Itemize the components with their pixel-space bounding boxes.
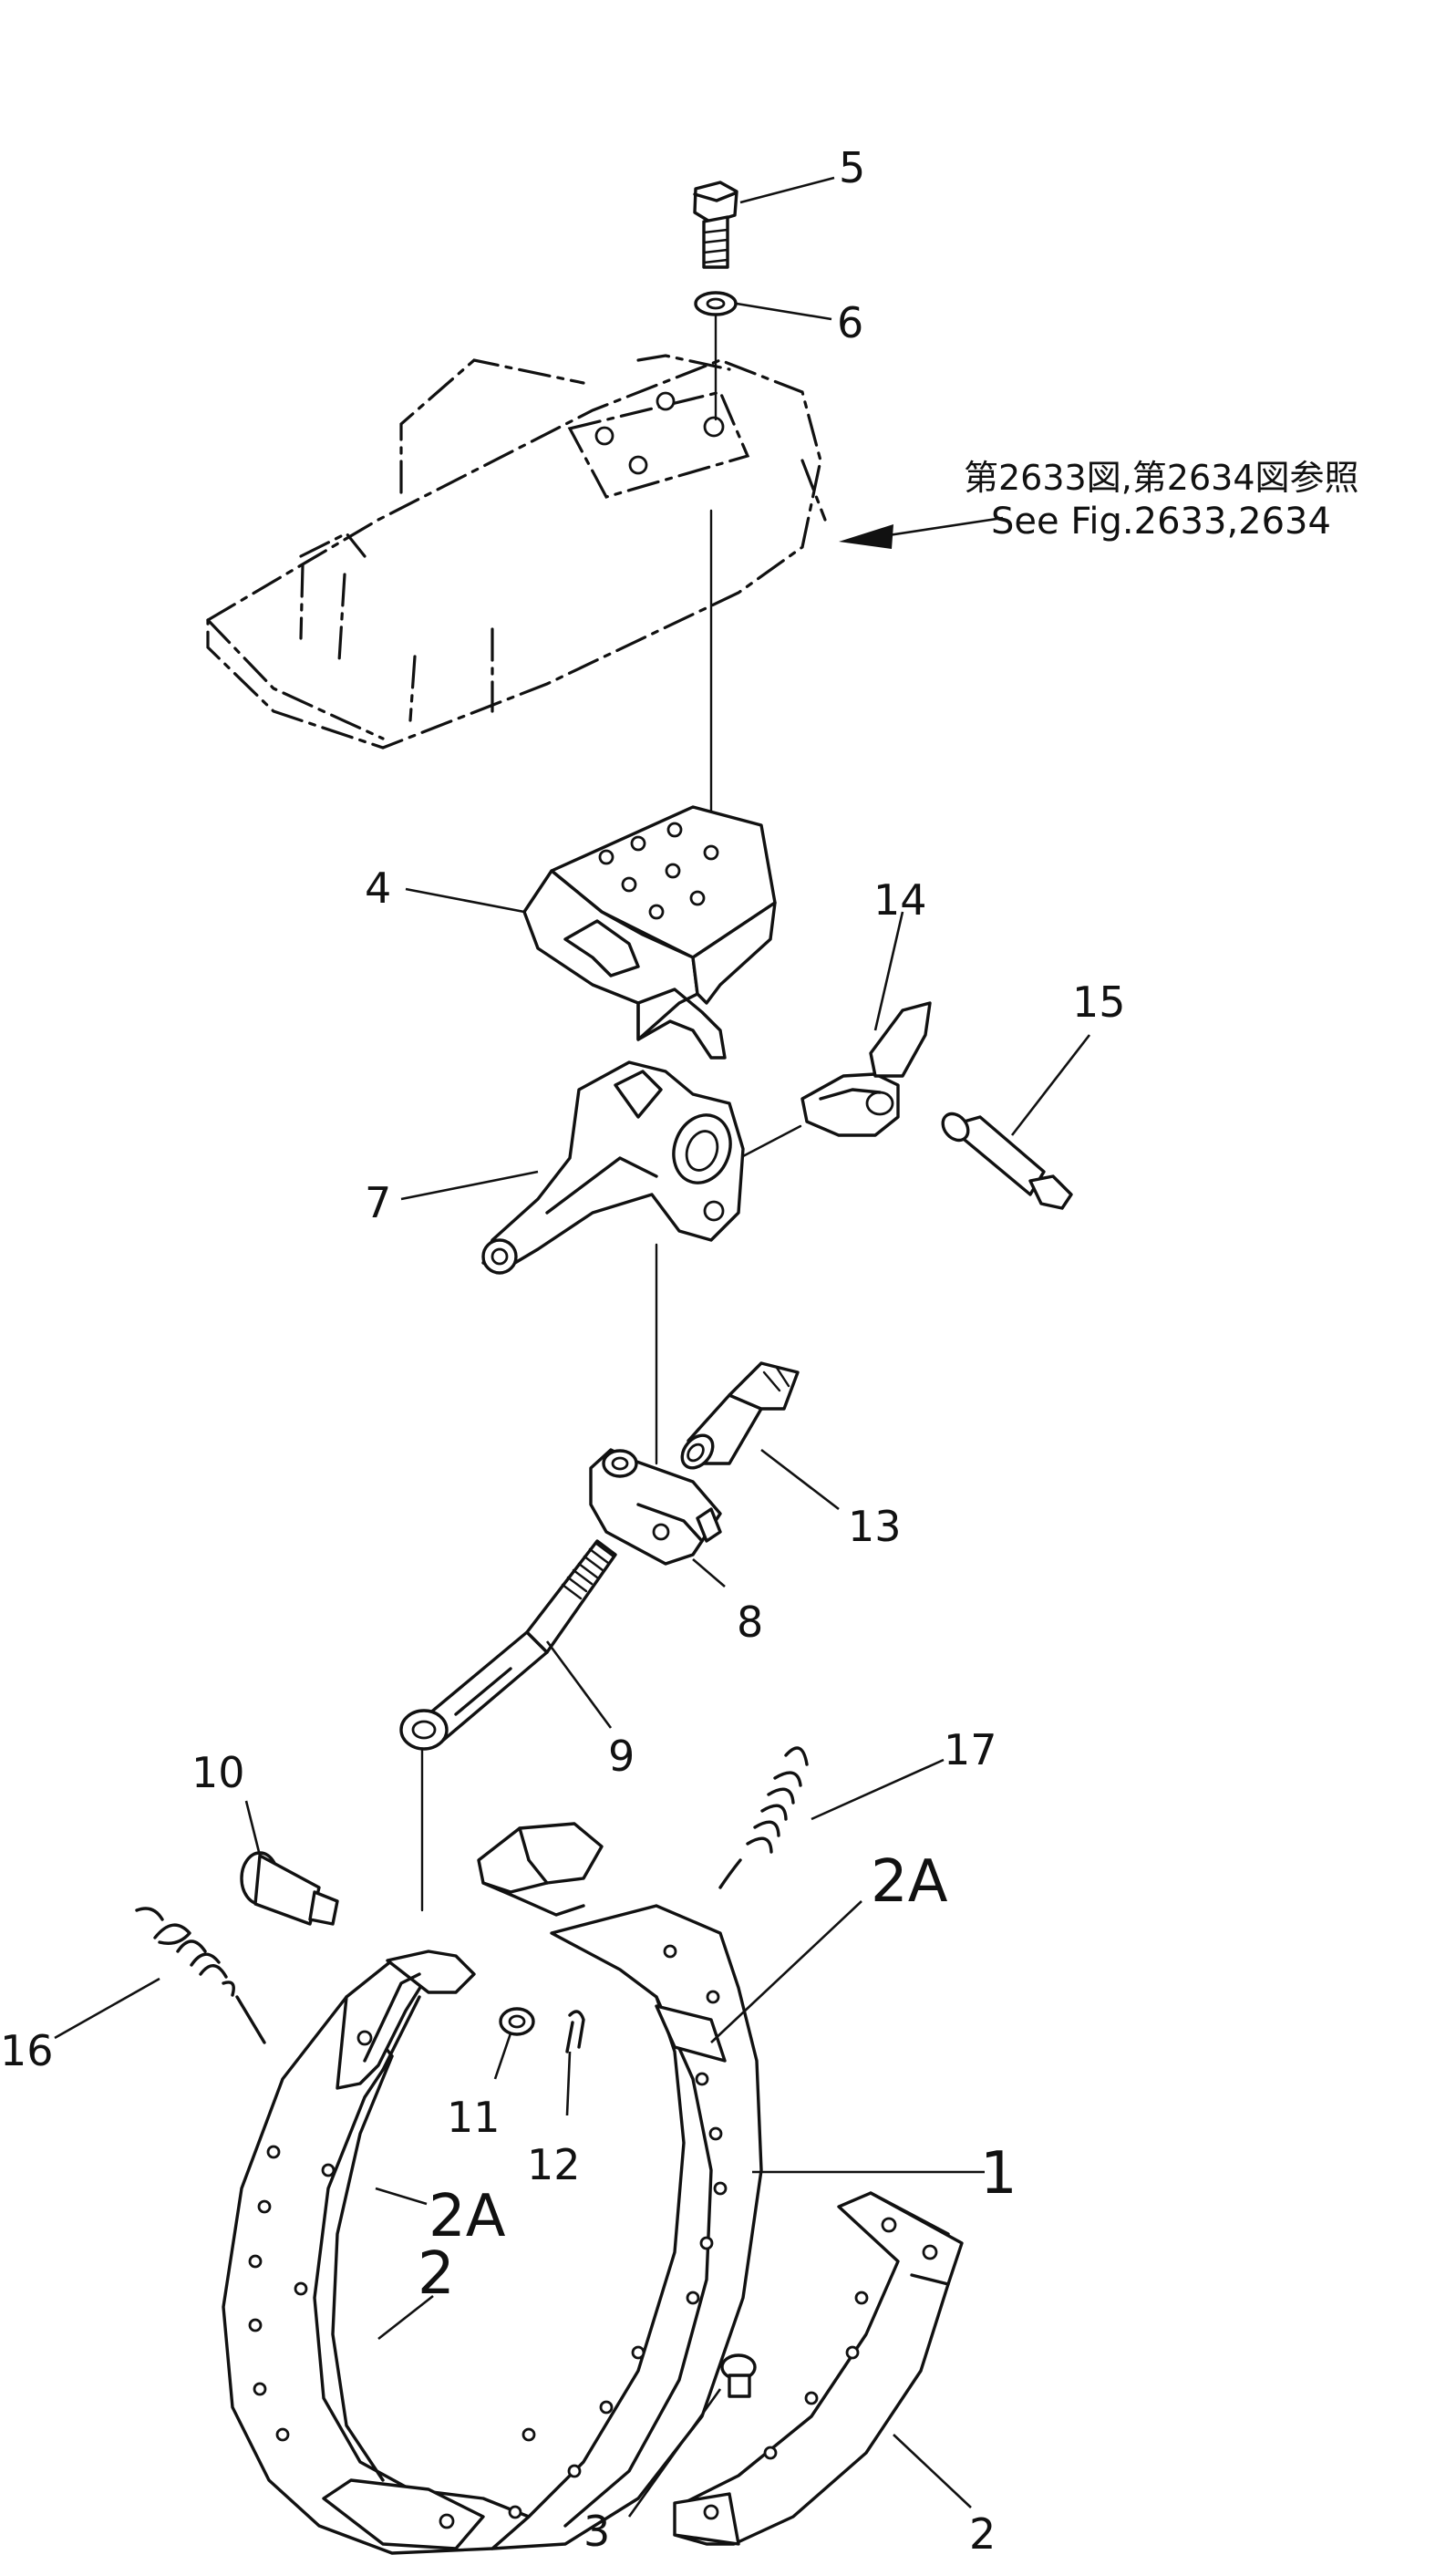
washer-part-6 (694, 291, 738, 316)
washer-part-11 (499, 2007, 535, 2036)
callout-11: 11 (447, 2093, 501, 2142)
callout-labels: 5 6 4 14 15 7 13 8 9 10 17 2A 16 11 12 1… (0, 143, 1126, 2559)
callout-16: 16 (0, 2026, 54, 2075)
callout-3: 3 (583, 2507, 610, 2556)
bracket-part-4 (522, 805, 777, 1060)
callout-14: 14 (873, 875, 927, 925)
reference-arrow (839, 516, 1004, 549)
lining-part-2 (673, 2191, 964, 2546)
lever-part-7 (481, 1060, 745, 1275)
callout-2-lining: 2 (969, 2509, 996, 2559)
callout-5: 5 (839, 143, 865, 192)
reference-note: 第2633図,第2634図参照 See Fig.2633,2634 (964, 458, 1359, 543)
reference-english: See Fig.2633,2634 (991, 501, 1331, 543)
callout-10: 10 (191, 1748, 245, 1797)
callout-1: 1 (980, 2140, 1017, 2208)
spring-part-16 (135, 1907, 266, 2044)
callout-17: 17 (944, 1725, 997, 1774)
callout-13: 13 (848, 1502, 902, 1551)
rivet-part-3 (720, 2353, 757, 2398)
leader-lines (54, 176, 1091, 2518)
cotter-pin-part-12 (565, 2010, 585, 2053)
brake-band-part-1 (222, 1822, 763, 2555)
callout-6: 6 (837, 298, 863, 347)
callout-2a-left: 2A (429, 2183, 506, 2250)
rod-part-9 (399, 1539, 617, 1751)
reference-japanese: 第2633図,第2634図参照 (964, 458, 1359, 498)
callout-2-inner: 2 (418, 2240, 455, 2308)
cam-part-14 (800, 1001, 932, 1137)
spring-part-17 (718, 1746, 809, 1889)
trunnion-part-8 (589, 1448, 722, 1566)
pin-part-13 (680, 1361, 800, 1470)
housing-phantom (206, 354, 827, 750)
callout-7: 7 (365, 1178, 391, 1227)
bolt-part-5 (693, 181, 738, 269)
callout-12: 12 (527, 2140, 581, 2189)
pin-part-15 (941, 1112, 1073, 1210)
callout-4: 4 (365, 864, 391, 913)
callout-2a-right: 2A (871, 1848, 948, 1916)
callout-8: 8 (737, 1598, 763, 1647)
callout-15: 15 (1072, 977, 1126, 1027)
pin-part-10 (240, 1851, 339, 1926)
callout-9: 9 (608, 1732, 635, 1781)
